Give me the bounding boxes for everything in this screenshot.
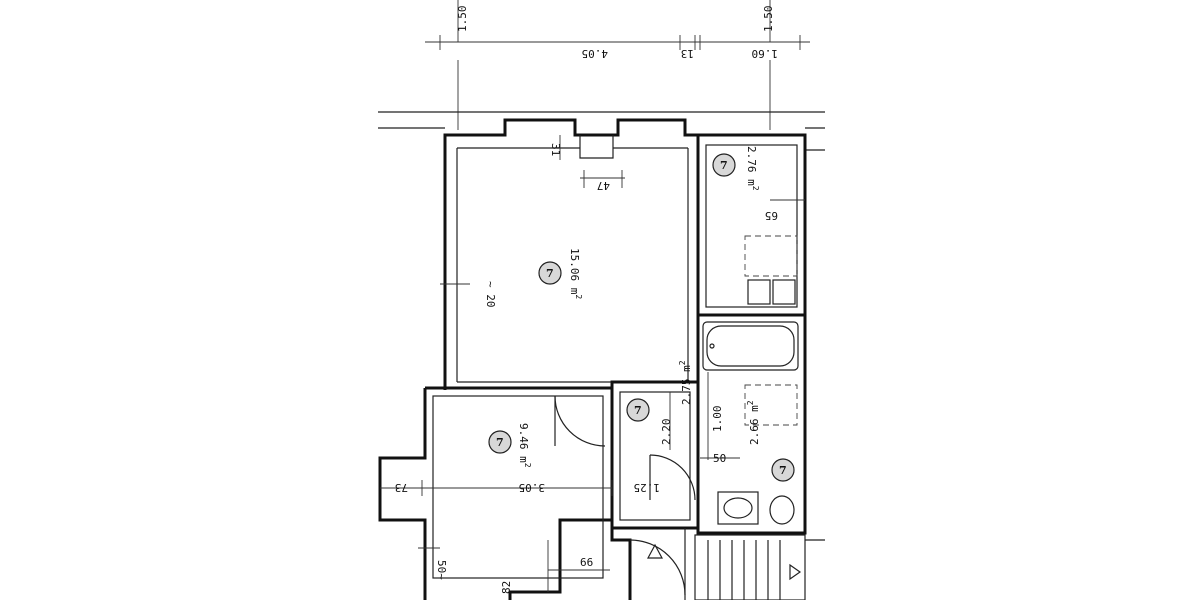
entrance-door — [610, 528, 686, 600]
hallway-area: 2.75 m2 — [678, 360, 693, 405]
svg-text:7: 7 — [546, 267, 554, 280]
dim-66: 66 — [580, 556, 593, 569]
living-room-area: 15.06 m2 — [568, 248, 583, 299]
exterior-lines — [378, 111, 825, 151]
dim-50a: 50 — [713, 452, 726, 465]
kitchen-marker: 7 — [712, 153, 736, 177]
dim-305: 3.05 — [519, 481, 546, 494]
svg-text:7: 7 — [634, 404, 642, 417]
dim-31: 31 — [549, 143, 562, 156]
bathroom-area: 2.66 m2 — [746, 400, 761, 445]
dim-top-right-150: 1.50 m — [762, 0, 775, 32]
dim-top-405: 4.05 — [582, 47, 609, 60]
living-room — [440, 118, 700, 390]
dim-50b: 50~ — [435, 560, 448, 580]
top-dimension-chain — [425, 0, 810, 130]
dim-125: 1.25 — [634, 481, 661, 494]
kitchen-area: 2.76 m2 — [745, 146, 760, 191]
svg-text:7: 7 — [779, 464, 787, 477]
dim-top-160: 1.60 — [752, 47, 779, 60]
bedroom-marker: 7 — [488, 430, 512, 454]
dim-73: 73 — [395, 481, 408, 494]
svg-text:7: 7 — [720, 159, 728, 172]
dim-47: 47 — [597, 179, 610, 192]
dim-220: 2.20 — [660, 419, 673, 446]
dim-100: 1.00 — [711, 406, 724, 433]
bedroom-area: 9.46 m2 — [517, 423, 532, 468]
dim-top-13: 13 — [681, 47, 694, 60]
living-room-marker: 7 — [538, 261, 562, 285]
bedroom — [378, 386, 614, 600]
dim-65: 65 — [765, 209, 778, 222]
dim-20: ~ 20 — [484, 281, 497, 308]
dim-top-left-150: 1.50 m — [456, 0, 469, 32]
bathroom-marker: 7 — [771, 458, 795, 482]
dim-82: 82 — [500, 581, 513, 594]
staircase — [694, 534, 825, 600]
hallway-marker: 7 — [626, 398, 650, 422]
svg-text:7: 7 — [496, 436, 504, 449]
